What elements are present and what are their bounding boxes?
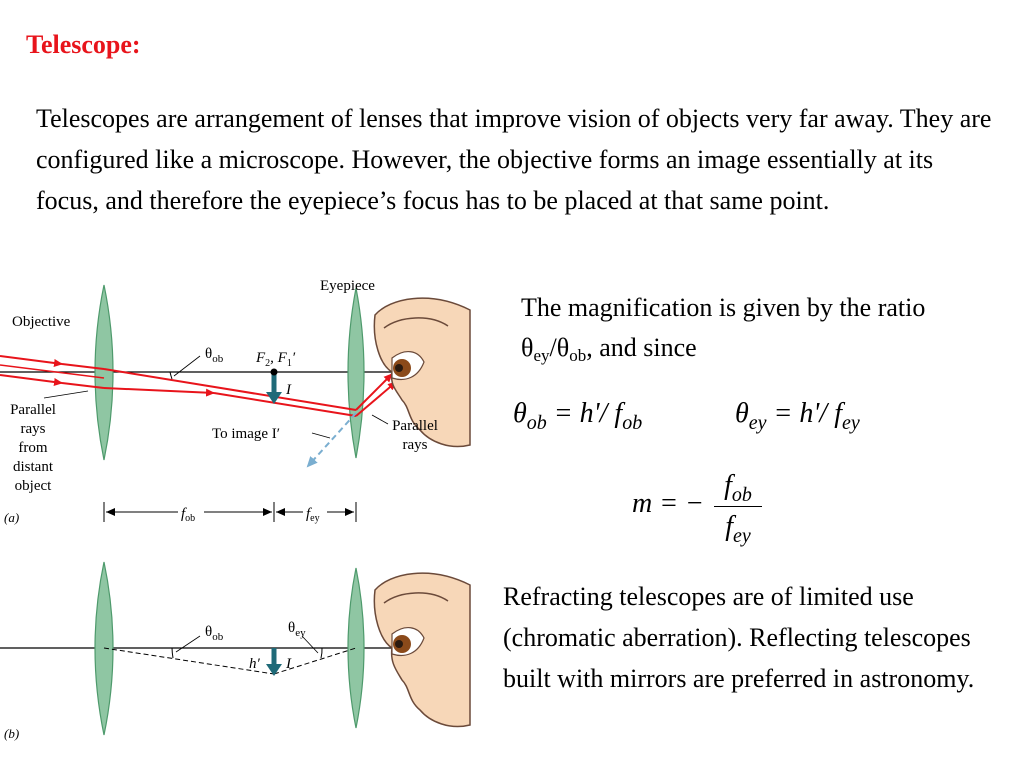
objective-lens-a: [94, 284, 114, 461]
parallel-left-line: object: [15, 478, 52, 494]
label-objective: Objective: [12, 314, 71, 330]
panel-a: Eyepiece Objective θob F2, F1′ I Paralle…: [0, 278, 471, 525]
incoming-ray-3: [0, 364, 105, 379]
panel-label-a: (a): [4, 510, 19, 525]
mag-mid: /θ: [549, 333, 570, 362]
label-f-ob: fob: [181, 506, 195, 524]
eq-ob-symbol: θ: [513, 398, 527, 429]
incoming-ray-2: [0, 374, 63, 386]
eq-m-numerator: fob: [714, 470, 762, 506]
parallel-left-line: distant: [13, 459, 54, 475]
label-h-prime: h′: [249, 656, 261, 672]
eyepiece-lens-b: [347, 567, 365, 729]
label-theta-ey-b: θey: [288, 620, 306, 639]
construction-line-ey: [273, 647, 357, 675]
label-f-ey: fey: [306, 506, 320, 524]
refracting-paragraph: Refracting telescopes are of limited use…: [503, 582, 975, 693]
ray-to-eye-2: [355, 381, 397, 417]
parallel-right-line: rays: [403, 437, 428, 453]
slide-title: Telescope:: [26, 30, 141, 59]
eq-m-num-sub: ob: [731, 484, 752, 506]
eq-m-num-f: f: [724, 470, 732, 501]
eq-m-fraction-bar: [714, 506, 762, 507]
eq-m-denominator: fey: [714, 511, 762, 546]
incoming-ray-1: [0, 355, 63, 367]
parallel-left-line: rays: [21, 421, 46, 437]
parallel-right-line: Parallel: [392, 418, 438, 434]
focus-point: [270, 368, 278, 376]
parallel-left-line: Parallel: [10, 402, 56, 418]
eq-ob-sub: ob: [526, 412, 547, 434]
label-parallel-rays-left: Parallel rays from distant object: [10, 402, 56, 494]
parallel-left-line: from: [18, 440, 47, 456]
mag-part1: The magnification is given by the ratio …: [521, 293, 926, 362]
label-to-image: To image I′: [212, 426, 280, 442]
eye-icon-a: [373, 297, 471, 448]
panel-label-b: (b): [4, 726, 19, 741]
equation-theta-ey: θey = h'/ fey: [735, 398, 860, 433]
mag-sub1: ey: [533, 346, 550, 365]
eyepiece-lens-a: [347, 287, 365, 459]
label-image-a: I: [285, 382, 292, 398]
label-theta-ob-a: θob: [205, 346, 224, 365]
eq-ob-rhs: = h'/ f: [546, 398, 623, 429]
ray-between-1: [103, 368, 357, 411]
construction-line-ob: [103, 647, 275, 675]
intro-paragraph: Telescopes are arrangement of lenses tha…: [36, 104, 992, 215]
ray-between-2: [213, 392, 357, 417]
eq-m-den-sub: ey: [733, 525, 751, 547]
label-parallel-rays-right: Parallel rays: [392, 418, 438, 453]
eq-ey-sub: ey: [748, 412, 767, 434]
eq-m-lhs: m = −: [632, 488, 705, 519]
mag-sub2: ob: [569, 346, 587, 365]
virtual-image-ray: [306, 412, 357, 468]
label-image-b: I: [285, 656, 292, 672]
eq-ey-symbol: θ: [735, 398, 749, 429]
magnification-text: The magnification is given by the ratio …: [521, 288, 961, 368]
eq-ob-rhs-sub: ob: [622, 412, 643, 434]
label-theta-ob-b: θob: [205, 624, 224, 643]
label-eyepiece: Eyepiece: [320, 278, 375, 294]
mag-part2: , and since: [586, 333, 697, 362]
eq-m-fraction: fob fey: [714, 470, 762, 546]
theta-ob-arc-a: [169, 371, 173, 380]
panel-b: θob θey h′ I (b): [0, 561, 471, 741]
eq-m-den-f: f: [725, 511, 733, 542]
eq-ey-rhs-sub: ey: [841, 412, 860, 434]
label-focus: F2, F1′: [255, 350, 296, 369]
eye-icon-b: [373, 572, 471, 728]
eq-ey-rhs: = h'/ f: [766, 398, 842, 429]
equation-theta-ob: θob = h'/ fob: [513, 398, 642, 433]
telescope-diagram: Eyepiece Objective θob F2, F1′ I Paralle…: [0, 278, 471, 741]
ray-to-eye-1: [355, 373, 393, 411]
